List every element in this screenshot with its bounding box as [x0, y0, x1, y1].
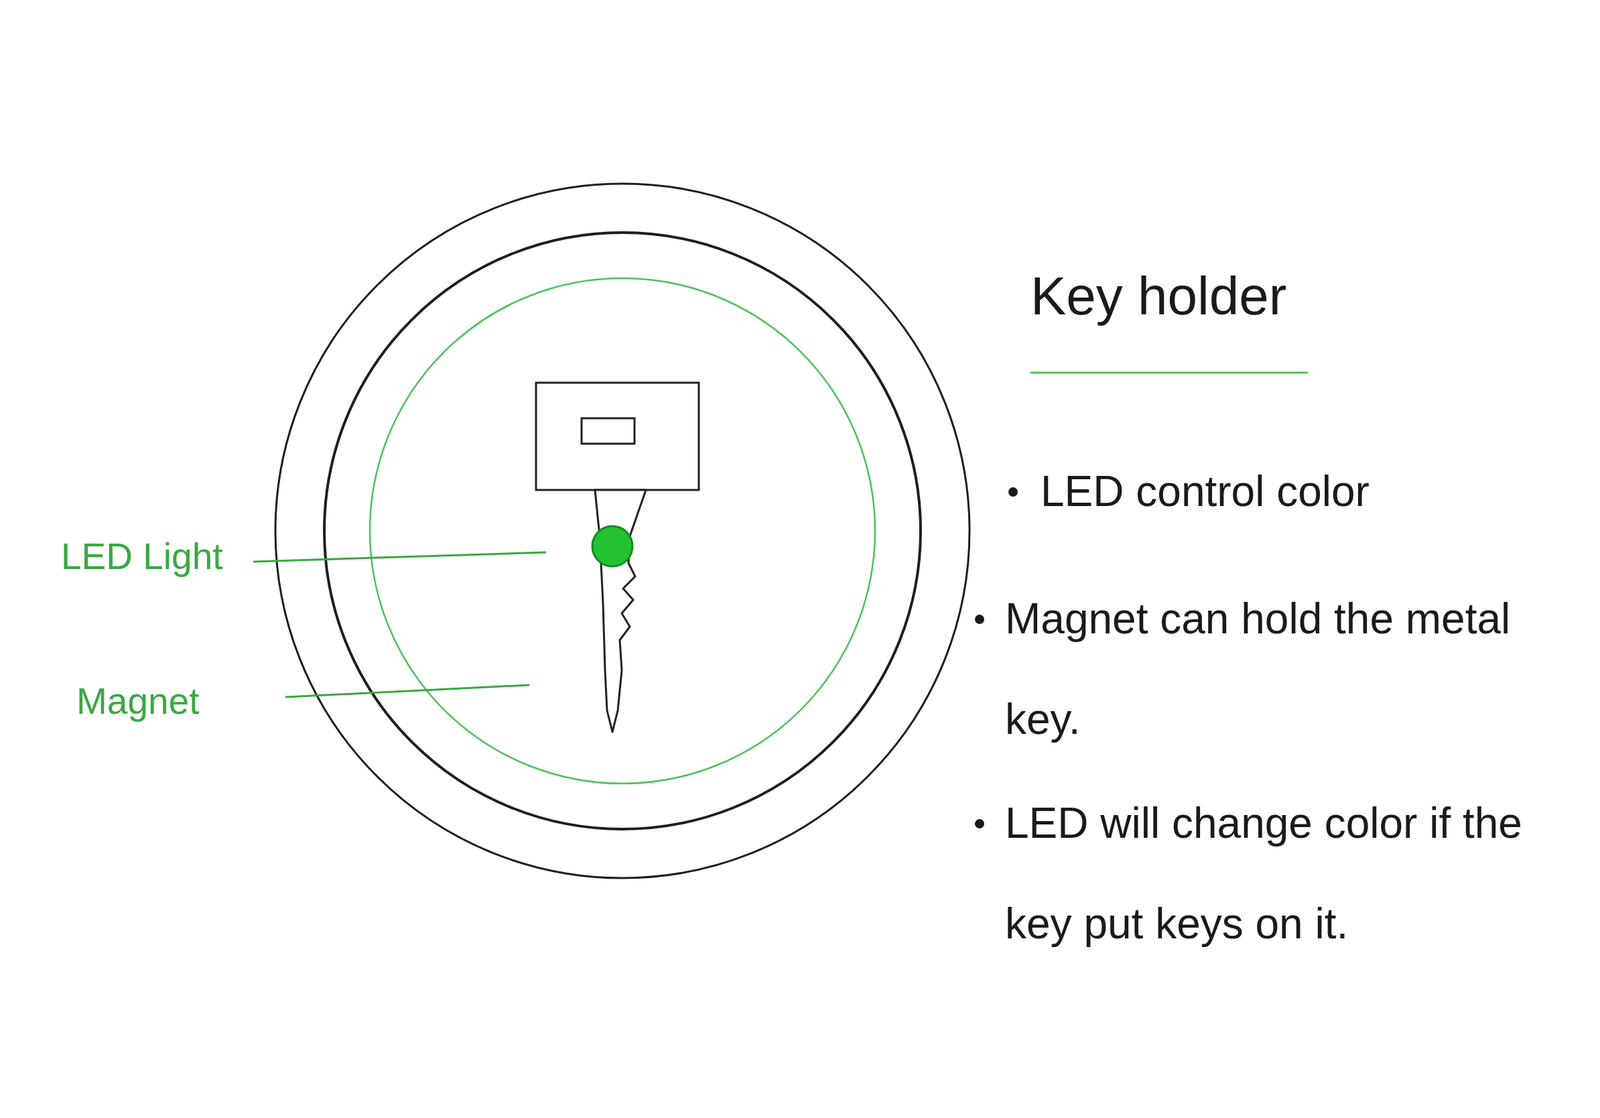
title: Key holder [1030, 265, 1287, 327]
bullet-dot [974, 614, 985, 624]
note-text: LED will change color if the key put key… [1005, 772, 1582, 974]
bullet-dot [974, 818, 985, 829]
leader-line [285, 684, 530, 697]
part-label: LED Light [60, 534, 224, 578]
key-blade [594, 489, 646, 732]
note-text: LED control color [1040, 440, 1577, 542]
leader-line [253, 552, 547, 562]
key-slot [581, 418, 635, 444]
key-head [536, 382, 699, 490]
led-light [592, 525, 633, 567]
title-underline [1030, 371, 1308, 374]
note-text: Magnet can hold the metal key. [1005, 568, 1515, 770]
outer-rim [275, 183, 970, 878]
part-label: Magnet [76, 679, 199, 723]
magnet-ring [369, 278, 876, 784]
bullet-dot [1008, 487, 1018, 497]
inner-rim [324, 232, 921, 829]
